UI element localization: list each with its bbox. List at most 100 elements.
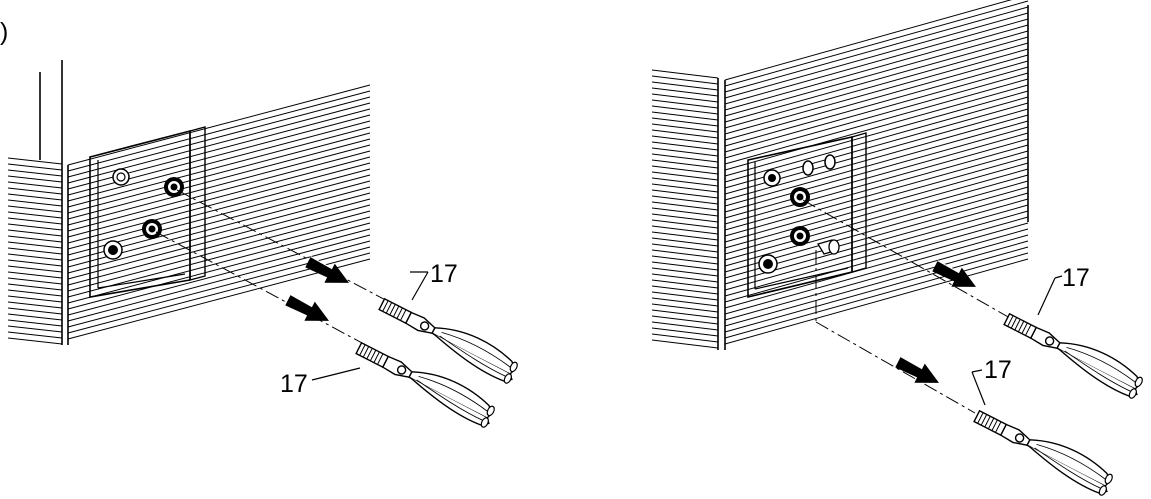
- hatch-line: [724, 54, 1029, 141]
- hatch-line: [724, 252, 1029, 339]
- left-cabinet-front: [67, 84, 371, 340]
- hatch-line: [724, 24, 1029, 111]
- callout-label: 17: [280, 370, 308, 398]
- hatch-line: [67, 246, 371, 328]
- hatch-line: [651, 303, 719, 313]
- hatch-line: [67, 144, 371, 226]
- hatch-line: [67, 204, 371, 286]
- hatch-line: [651, 207, 719, 217]
- hatch-line: [724, 78, 1029, 165]
- hatch-line: [651, 255, 719, 265]
- hatch-line: [651, 315, 719, 325]
- hatch-line: [724, 234, 1029, 321]
- hatch-line: [651, 129, 719, 139]
- hatch-line: [724, 42, 1029, 129]
- hatch-line: [651, 237, 719, 247]
- hatch-line: [724, 0, 1029, 87]
- hatch-line: [724, 240, 1029, 327]
- right-cabinet-side: [651, 69, 719, 349]
- right-mounting-hole: [758, 254, 778, 274]
- hatch-line: [67, 156, 371, 238]
- hatch-line: [67, 132, 371, 214]
- hatch-line: [7, 163, 63, 171]
- left-cabinet-side: [7, 157, 63, 345]
- hatch-line: [7, 205, 63, 213]
- hatch-line: [651, 183, 719, 193]
- hatch-line: [7, 283, 63, 291]
- right-banana-plug: [999, 306, 1148, 401]
- hatch-line: [724, 246, 1029, 333]
- hatch-line: [7, 157, 63, 165]
- hatch-line: [7, 313, 63, 321]
- right-cabinet-front: [724, 0, 1029, 345]
- hatch-line: [651, 333, 719, 343]
- hatch-line: [7, 307, 63, 315]
- hatch-line: [7, 289, 63, 297]
- hatch-line: [7, 331, 63, 339]
- hatch-line: [67, 96, 371, 178]
- hatch-line: [7, 181, 63, 189]
- hatch-line: [724, 126, 1029, 213]
- right-mounting-hole: [763, 169, 781, 187]
- hatch-line: [724, 90, 1029, 177]
- hatch-line: [67, 114, 371, 196]
- hatch-line: [67, 90, 371, 172]
- hatch-line: [724, 66, 1029, 153]
- right-open-hole: [802, 154, 836, 176]
- right-terminal-panel: [747, 132, 867, 299]
- hatch-line: [7, 325, 63, 333]
- hatch-line: [651, 231, 719, 241]
- hatch-line: [7, 253, 63, 261]
- hatch-line: [724, 132, 1029, 219]
- left-direction-arrow: [282, 289, 335, 332]
- hatch-line: [7, 211, 63, 219]
- hatch-line: [651, 213, 719, 223]
- partial-figure-label: ): [0, 18, 8, 46]
- hatch-line: [67, 216, 371, 298]
- hatch-line: [651, 273, 719, 283]
- hatch-line: [724, 216, 1029, 303]
- hatch-line: [724, 258, 1029, 345]
- callout-label: 17: [984, 356, 1012, 384]
- hatch-line: [724, 180, 1029, 267]
- hatch-line: [651, 135, 719, 145]
- hatch-line: [67, 126, 371, 208]
- left-mounting-hole: [103, 240, 123, 260]
- hatch-line: [651, 195, 719, 205]
- hatch-line: [67, 168, 371, 250]
- hatch-line: [651, 99, 719, 109]
- hatch-line: [724, 60, 1029, 147]
- hatch-line: [651, 153, 719, 163]
- left-terminal-lower: [141, 218, 163, 240]
- hatch-line: [651, 165, 719, 175]
- hatch-line: [724, 12, 1029, 99]
- hatch-line: [724, 72, 1029, 159]
- hatch-line: [67, 228, 371, 310]
- hatch-line: [724, 0, 1013, 81]
- hatch-line: [651, 279, 719, 289]
- hatch-line: [651, 141, 719, 151]
- hatch-line: [7, 319, 63, 327]
- right-direction-arrow: [892, 351, 945, 394]
- hatch-line: [7, 199, 63, 207]
- hatch-line: [67, 240, 371, 322]
- callout-label: 17: [430, 260, 458, 288]
- hatch-line: [7, 217, 63, 225]
- hatch-line: [724, 162, 1029, 249]
- hatch-line: [7, 187, 63, 195]
- hatch-line: [651, 147, 719, 157]
- left-cabinet-edges: [39, 60, 69, 345]
- hatch-line: [651, 177, 719, 187]
- hatch-line: [67, 150, 371, 232]
- hatch-line: [651, 261, 719, 271]
- hatch-line: [7, 175, 63, 183]
- hatch-line: [7, 259, 63, 267]
- left-terminal-panel: [89, 126, 206, 298]
- hatch-line: [7, 277, 63, 285]
- hatch-line: [724, 48, 1029, 135]
- left-terminal-upper: [163, 176, 185, 198]
- hatch-line: [67, 138, 371, 220]
- hatch-line: [651, 123, 719, 133]
- hatch-line: [7, 271, 63, 279]
